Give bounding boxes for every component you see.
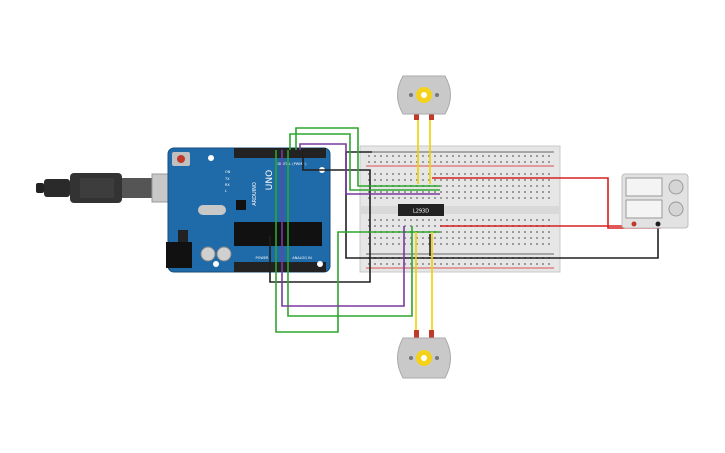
wire-black-ground-2 bbox=[269, 150, 371, 283]
arduino-uno-board: ARDUINO UNO ON TX RX L DIGITAL (PWM~) PO… bbox=[166, 147, 331, 273]
wire-green-1 bbox=[295, 127, 440, 187]
digital-header bbox=[234, 148, 326, 158]
breadboard bbox=[359, 145, 561, 273]
on-led-label: ON bbox=[225, 170, 231, 174]
rx-led-label: RX bbox=[225, 183, 230, 187]
wire-green-4 bbox=[287, 150, 413, 317]
arduino-model: UNO bbox=[265, 170, 275, 190]
power-label: POWER bbox=[256, 256, 270, 260]
wire-purple-2 bbox=[281, 150, 405, 307]
l293d-driver-chip: L293D bbox=[398, 204, 444, 216]
l-led-label: L bbox=[225, 189, 227, 193]
power-jack bbox=[166, 242, 192, 268]
wire-green-3 bbox=[275, 150, 440, 333]
digital-label: DIGITAL (PWM~) bbox=[277, 162, 307, 166]
battery-pack bbox=[621, 173, 689, 229]
tx-led-label: TX bbox=[224, 177, 230, 181]
arduino-brand: ARDUINO bbox=[252, 182, 258, 206]
wire-green-2 bbox=[289, 133, 440, 191]
dc-motor-top bbox=[397, 75, 451, 120]
driver-ic-label: L293D bbox=[413, 209, 429, 215]
analog-power-header bbox=[234, 262, 326, 272]
microcontroller-chip bbox=[234, 222, 322, 246]
usb-cable bbox=[36, 173, 181, 203]
wire-purple-1 bbox=[299, 143, 440, 195]
analog-in-label: ANALOG IN bbox=[292, 256, 312, 260]
dc-motor-bottom bbox=[397, 330, 451, 379]
wire-black-ground-1 bbox=[345, 151, 659, 259]
